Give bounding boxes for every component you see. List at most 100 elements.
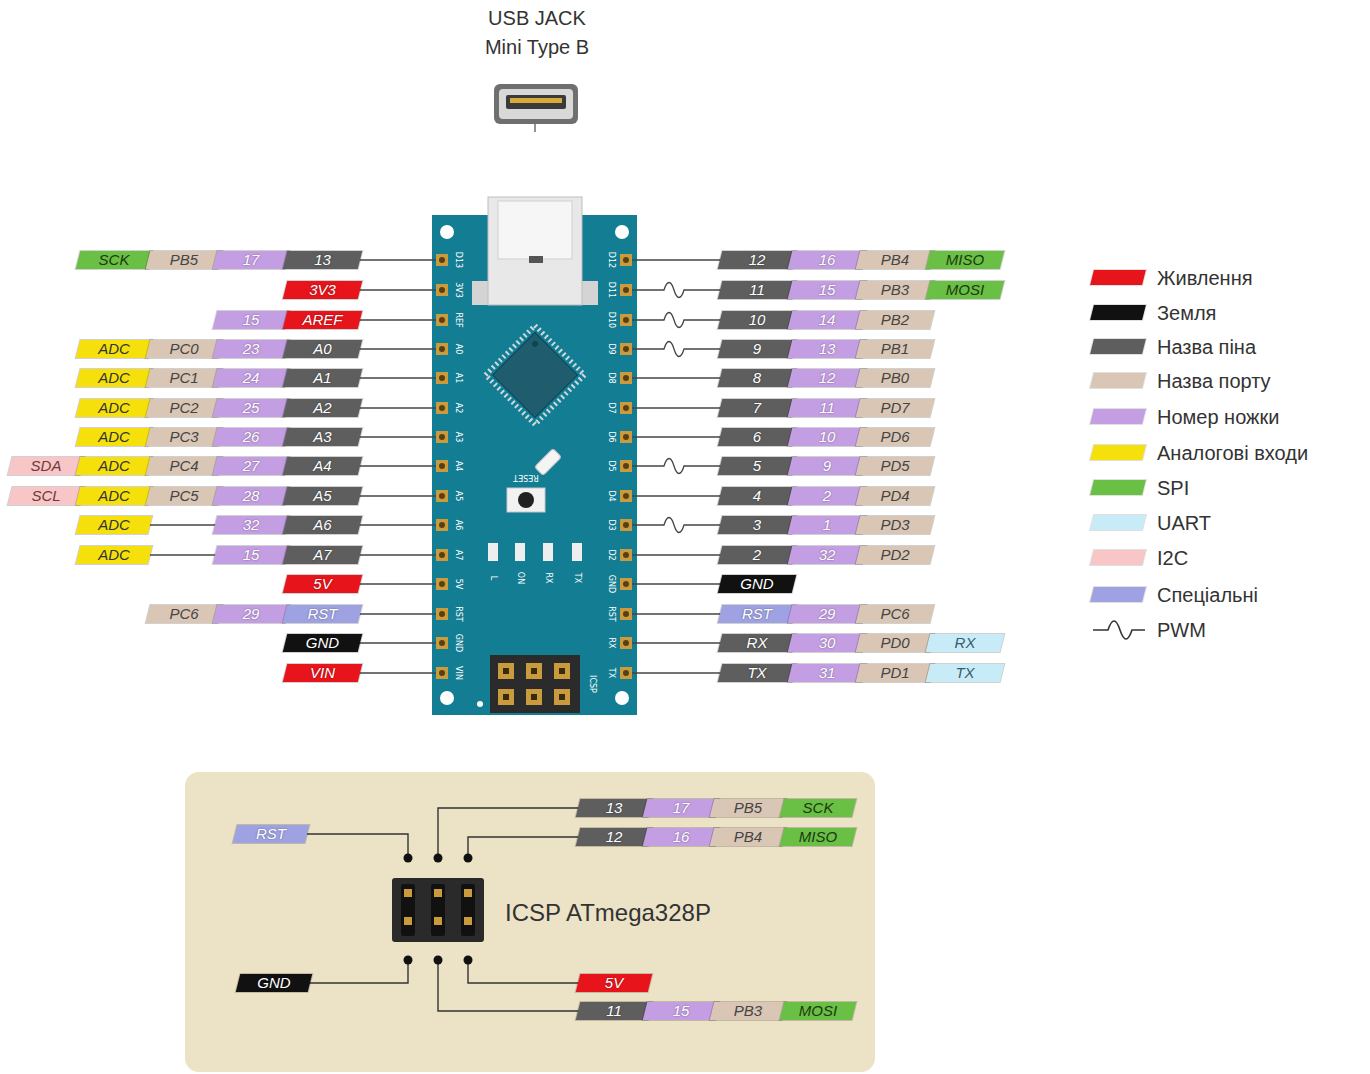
leader-line (300, 960, 408, 983)
silkscreen-label: RESET (513, 473, 539, 482)
silkscreen-label: RX (607, 637, 616, 648)
pin-name-tag: 7 (720, 399, 794, 417)
pin-hole (439, 493, 445, 499)
special-tag: RST (285, 605, 360, 623)
chip-pin-number: 15 (215, 311, 287, 329)
legend-swatch (1090, 480, 1146, 495)
silkscreen-label: ICSP (588, 675, 597, 693)
header-dot (434, 854, 443, 863)
header-column (401, 884, 415, 936)
silkscreen-label: REF (454, 312, 463, 327)
pin-name-tag: 2 (720, 546, 794, 564)
chip-pin-number: 11 (790, 399, 864, 417)
pin-hole (439, 346, 445, 352)
chip-pin-number: 9 (790, 457, 864, 475)
chip-pin-number: 2 (790, 487, 864, 505)
pin-pad (620, 402, 632, 414)
uart-tag: RX (928, 634, 1002, 652)
pin-pad (436, 519, 448, 531)
header-pin (434, 917, 442, 925)
header-pin (464, 889, 472, 897)
pin-pad (436, 254, 448, 266)
pin-pad (620, 431, 632, 443)
pin-name-tag: 13 (285, 251, 360, 269)
port-name-tag: PD2 (858, 546, 932, 564)
pin-name-tag: RX (720, 634, 794, 652)
silkscreen-label: A4 (454, 461, 463, 472)
pin-hole (623, 670, 629, 676)
chip-pin-number: 15 (790, 281, 864, 299)
legend-swatch (1090, 270, 1146, 285)
header-column (461, 884, 475, 936)
power-tag: VIN (285, 664, 360, 682)
silkscreen-label: D12 (607, 252, 616, 268)
pin-hole (623, 640, 629, 646)
icsp-pin (526, 663, 542, 679)
spi-tag: SCK (78, 251, 150, 269)
power-tag: 3V3 (285, 281, 360, 299)
header-dot (434, 956, 443, 965)
pin-pad (436, 460, 448, 472)
legend-swatch (1090, 373, 1146, 388)
silkscreen-label: D7 (607, 402, 616, 413)
pin-name-tag: A5 (285, 487, 360, 505)
icsp-pin-core (503, 694, 509, 700)
silkscreen-label: RST (454, 606, 463, 622)
port-name-tag: PB5 (712, 799, 784, 817)
pin-pad (620, 372, 632, 384)
pin-hole (623, 434, 629, 440)
pin-hole (439, 287, 445, 293)
pin-pad (620, 343, 632, 355)
pin-hole (623, 463, 629, 469)
pin-hole (623, 522, 629, 528)
pin-name-tag: A3 (285, 428, 360, 446)
silkscreen-label: A6 (454, 520, 463, 531)
port-name-tag: PD3 (858, 516, 932, 534)
silkscreen-label: RX (544, 572, 553, 583)
pin-hole (439, 670, 445, 676)
special-tag: RST (720, 605, 794, 623)
silkscreen-label: TX (573, 573, 582, 583)
header-dot (404, 956, 413, 965)
pin-pad (620, 608, 632, 620)
pin-pad (436, 549, 448, 561)
pin-hole (439, 405, 445, 411)
chip-pin-number: 27 (215, 457, 287, 475)
pin-pad (620, 460, 632, 472)
port-name-tag: PC2 (148, 399, 220, 417)
pin-pad (620, 667, 632, 679)
pin-name-tag: 8 (720, 369, 794, 387)
port-name-tag: PC0 (148, 340, 220, 358)
chip-pin-number: 10 (790, 428, 864, 446)
port-name-tag: PC6 (148, 605, 220, 623)
spi-tag: MOSI (782, 1002, 854, 1020)
silkscreen-label: D6 (607, 431, 616, 442)
chip-pin-number: 1 (790, 516, 864, 534)
silkscreen-label: VIN (454, 666, 463, 680)
chip-pin-number: 14 (790, 311, 864, 329)
pin-pad (436, 431, 448, 443)
header-pin (404, 917, 412, 925)
pin-hole (623, 552, 629, 558)
port-name-tag: PC4 (148, 457, 220, 475)
pin-pad (620, 519, 632, 531)
pin-hole (623, 581, 629, 587)
icsp-pin (554, 663, 570, 679)
chip-pin-number: 25 (215, 399, 287, 417)
port-name-tag: PB3 (712, 1002, 784, 1020)
port-name-tag: PC6 (858, 605, 932, 623)
chip-pin-number: 16 (790, 251, 864, 269)
legend-text: Назва порту (1157, 369, 1271, 393)
port-name-tag: PB1 (858, 340, 932, 358)
pin-name-tag: 3 (720, 516, 794, 534)
icsp-panel: ICSP ATmega328P (185, 772, 875, 1072)
pwm-legend-sample (1093, 621, 1145, 639)
pin-pad (436, 372, 448, 384)
analog-input-tag: ADC (78, 487, 150, 505)
usb-jack-title: USB JACK Mini Type B (476, 4, 598, 62)
legend-text: PWM (1157, 618, 1206, 642)
port-name-tag: PD5 (858, 457, 932, 475)
pin-name-tag: A7 (285, 546, 360, 564)
legend-swatch (1090, 515, 1146, 530)
panel-title: ICSP ATmega328P (505, 899, 711, 927)
